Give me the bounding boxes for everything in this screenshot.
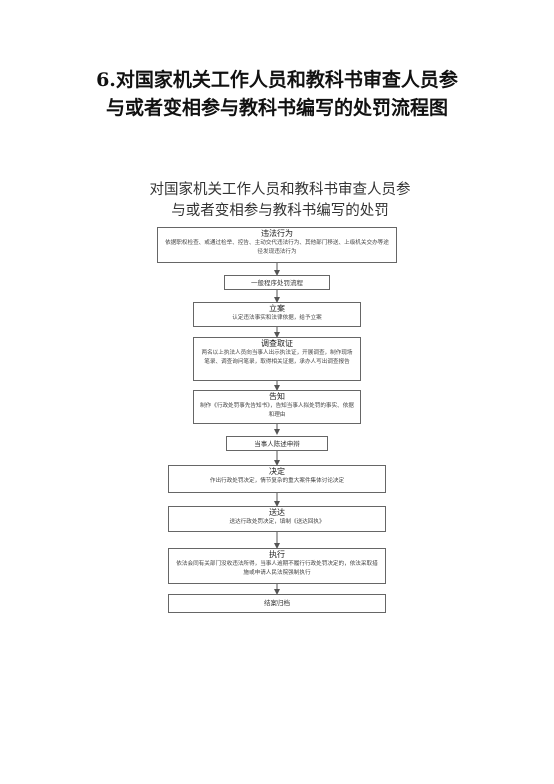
step-investigation: 调查取证 两名以上执法人员向当事人出示执法证，开展调查，制作现场笔录、调查询问笔… — [193, 337, 361, 381]
step-delivery-text: 送达行政处罚决定，填制《送达回执》 — [229, 519, 325, 525]
step-decision-text: 作出行政处罚决定，情节复杂的重大案件集体讨论决定 — [209, 478, 345, 484]
step-decision-title: 决定 — [269, 467, 285, 476]
step-case-closed: 结案归档 — [168, 594, 386, 613]
step-general-procedure: 一般程序处罚流程 — [224, 275, 330, 290]
flowchart-title-line2: 与或者变相参与教科书编写的处罚 — [171, 203, 389, 219]
flowchart-title-line1: 对国家机关工作人员和教科书审查人员参 — [149, 182, 411, 198]
step-delivery: 送达 送达行政处罚决定，填制《送达回执》 — [168, 506, 386, 532]
step-illegal-act-title: 违法行为 — [261, 229, 293, 238]
step-notification-text: 制作《行政处罚事先告知书》，告知当事人拟处罚的事实、依据和理由 — [200, 403, 354, 418]
step-case-closed-label: 结案归档 — [264, 599, 290, 607]
step-notification-title: 告知 — [269, 392, 285, 401]
step-general-procedure-label: 一般程序处罚流程 — [251, 279, 303, 287]
step-statement-defense-label: 当事人陈述申辩 — [254, 440, 300, 448]
step-case-filing-text: 认定违法事实和法律依据，给予立案 — [232, 315, 322, 321]
step-illegal-act-text: 依据职权检查、或通过检举、控告、主动交代违法行为、其他部门移送、上级机关交办等途… — [165, 240, 389, 255]
flowchart-title: 对国家机关工作人员和教科书审查人员参 与或者变相参与教科书编写的处罚 — [70, 180, 490, 222]
step-execution: 执行 依法会同有关部门没收违法所得，当事人逾期不履行行政处罚决定的，依法采取措施… — [168, 548, 386, 584]
step-notification: 告知 制作《行政处罚事先告知书》，告知当事人拟处罚的事实、依据和理由 — [193, 390, 361, 424]
page-title: 6.对国家机关工作人员和教科书审查人员参 与或者变相参与教科书编写的处罚流程图 — [20, 66, 534, 122]
page-title-line2: 与或者变相参与教科书编写的处罚流程图 — [105, 97, 448, 119]
step-illegal-act: 违法行为 依据职权检查、或通过检举、控告、主动交代违法行为、其他部门移送、上级机… — [157, 227, 397, 263]
step-statement-defense: 当事人陈述申辩 — [226, 436, 328, 451]
page-title-line1: 6.对国家机关工作人员和教科书审查人员参 — [96, 69, 458, 91]
step-investigation-title: 调查取证 — [261, 339, 293, 348]
step-case-filing-title: 立案 — [269, 304, 285, 313]
step-execution-title: 执行 — [269, 550, 285, 559]
step-decision: 决定 作出行政处罚决定，情节复杂的重大案件集体讨论决定 — [168, 465, 386, 493]
step-investigation-text: 两名以上执法人员向当事人出示执法证，开展调查，制作现场笔录、调查询问笔录，取得相… — [201, 350, 353, 365]
step-execution-text: 依法会同有关部门没收违法所得，当事人逾期不履行行政处罚决定的，依法采取措施或申请… — [176, 561, 378, 576]
step-case-filing: 立案 认定违法事实和法律依据，给予立案 — [193, 302, 361, 327]
step-delivery-title: 送达 — [269, 508, 285, 517]
